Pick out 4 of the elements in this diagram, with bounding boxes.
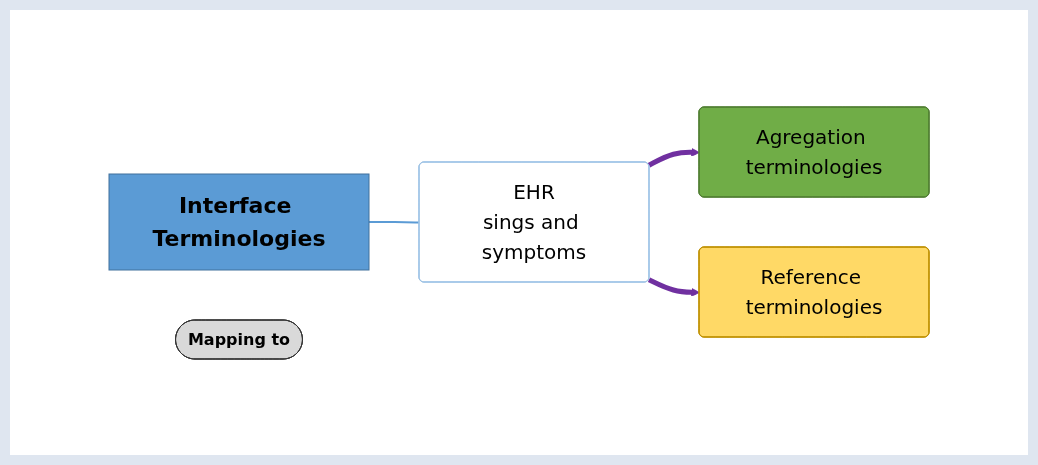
connector [368,220,421,223]
arrow [647,147,700,167]
arrow [647,277,700,297]
node-box: Interface Terminologies [108,173,370,270]
